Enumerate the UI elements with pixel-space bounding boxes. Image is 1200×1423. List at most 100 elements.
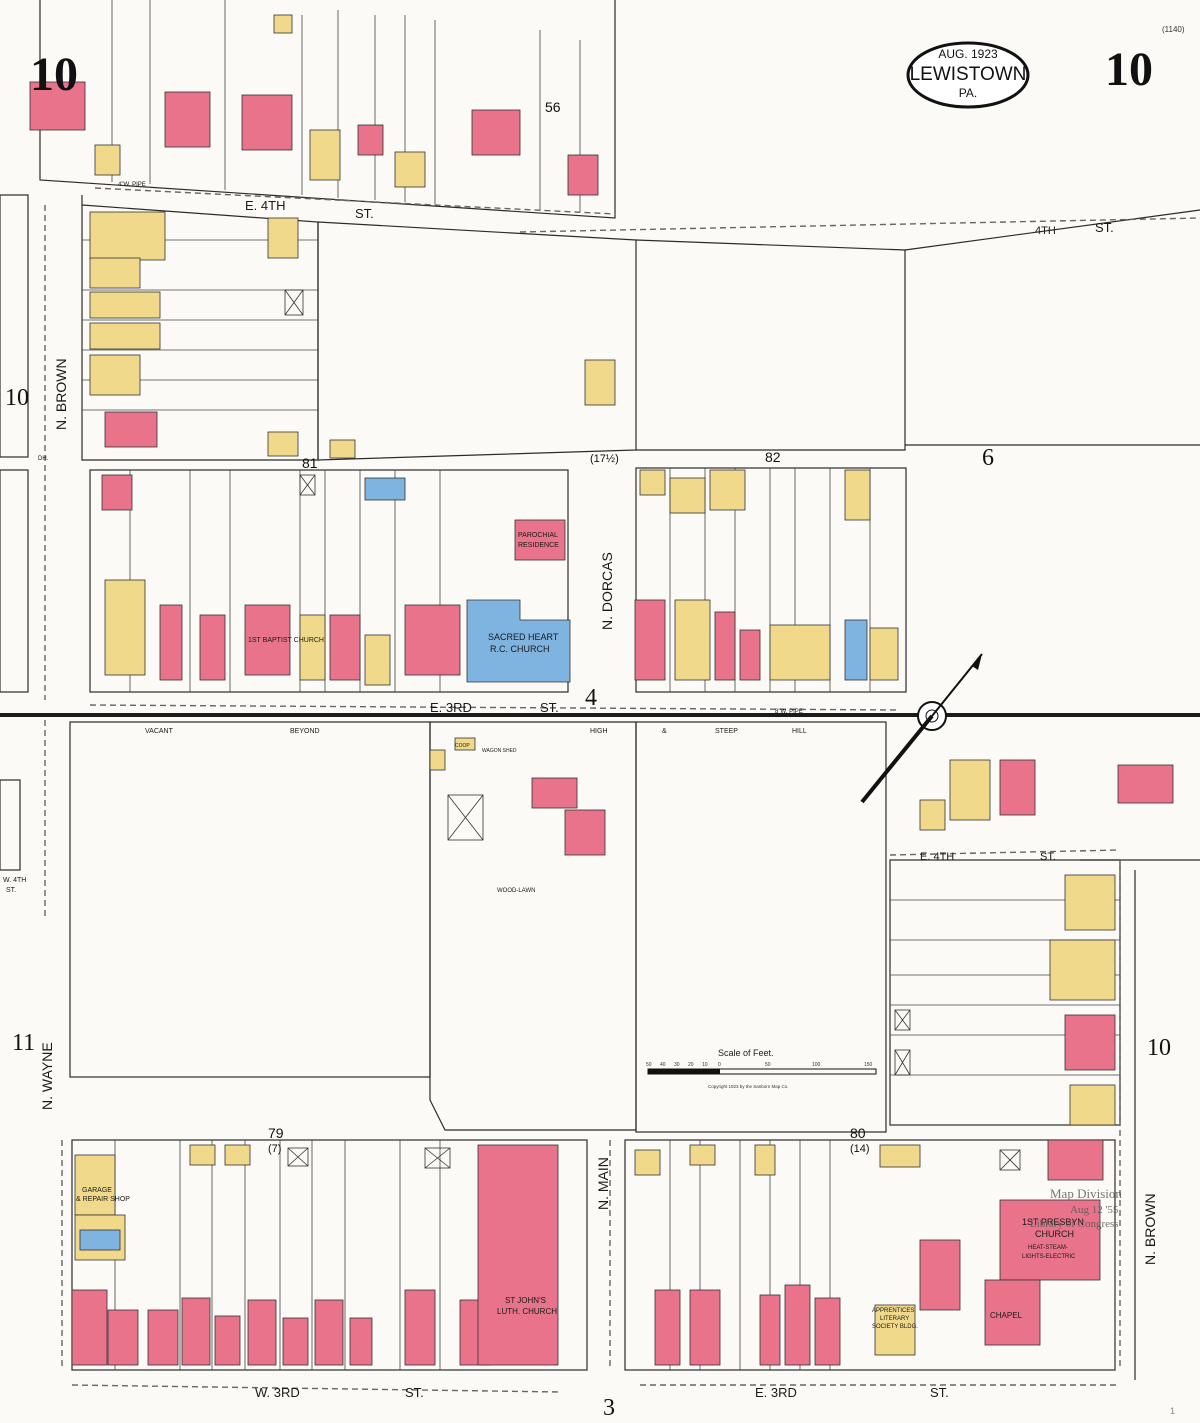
label-dh: DH. xyxy=(38,456,49,462)
street-4th-right: 4TH xyxy=(1035,225,1056,237)
stamp-line2: Aug 12 '55 xyxy=(1070,1204,1119,1216)
label-presby-3: HEAT-STEAM- xyxy=(1028,1245,1068,1251)
scale-tick: 150 xyxy=(864,1062,873,1068)
scale-bar: Scale of Feet. 50 40 30 20 10 0 50 100 1… xyxy=(646,1048,877,1089)
street-n-wayne: N. WAYNE xyxy=(39,1042,55,1110)
street-e4th-top-st: ST. xyxy=(355,206,374,221)
street-names: E. 4TH ST. 4TH ST. E. 3RD ST. W. 3RD ST.… xyxy=(3,198,1158,1400)
label-presby-2: CHURCH xyxy=(1035,1229,1074,1239)
adjacent-right-top: 6 xyxy=(982,445,994,471)
street-w4th-small: W. 4TH xyxy=(3,877,26,884)
street-4th-right-st: ST. xyxy=(1095,220,1114,235)
street-e3rd: E. 3RD xyxy=(430,700,472,715)
label-pipe-8: 8"W. PIPE xyxy=(775,709,803,715)
label-beyond: BEYOND xyxy=(290,728,320,735)
street-e4th-top: E. 4TH xyxy=(245,198,285,213)
adjacent-bottom: 3 xyxy=(603,1395,615,1421)
block-80-sub: (14) xyxy=(850,1143,870,1155)
sheet-number-left: 10 xyxy=(30,48,78,101)
label-vacant: VACANT xyxy=(145,728,174,735)
north-arrow xyxy=(860,653,983,804)
label-baptist: 1ST BAPTIST CHURCH xyxy=(248,637,324,644)
street-e4th-right: E. 4TH xyxy=(920,851,954,863)
adjacent-left-bottom: 11 xyxy=(12,1030,35,1056)
scale-tick: 50 xyxy=(765,1062,771,1068)
library-stamp: Map Division Aug 12 '55 Library of Congr… xyxy=(1030,1186,1122,1230)
adjacent-left-top: 10 xyxy=(5,385,29,411)
scale-tick: 50 xyxy=(646,1062,652,1068)
label-parochial-2: RESIDENCE xyxy=(518,542,559,549)
block-17: (17½) xyxy=(590,453,619,465)
label-wagon-shed: WAGON SHED xyxy=(482,748,517,754)
third-street-main-line xyxy=(0,713,1200,717)
building-labels: 1ST BAPTIST CHURCH SACRED HEART R.C. CHU… xyxy=(38,182,1084,1330)
frame-buildings xyxy=(74,14,1116,1356)
street-w4th-small-st: ST. xyxy=(6,887,16,894)
copyright: Copyright 1923 by the Sanborn Map Co. xyxy=(708,1084,789,1089)
street-e3rd-bottom: E. 3RD xyxy=(755,1385,797,1400)
scale-tick: 100 xyxy=(812,1062,821,1068)
label-pipe-4: 4"W. PIPE xyxy=(118,182,146,188)
block-82: 82 xyxy=(765,449,781,465)
label-apprentices-1: APPRENTICES xyxy=(872,1308,914,1314)
open-sheds xyxy=(284,289,1021,1171)
stamp-line1: Map Division xyxy=(1050,1186,1122,1201)
stamp-line3: Library of Congress xyxy=(1030,1218,1119,1230)
adjacent-center: 4 xyxy=(585,685,597,711)
adjacent-sheet-numbers: 10 6 4 11 10 3 xyxy=(5,385,1171,1421)
street-n-dorcas: N. DORCAS xyxy=(599,552,615,630)
block-79-sub: (7) xyxy=(268,1143,281,1155)
title-city: LEWISTOWN xyxy=(910,64,1027,85)
label-presby-4: LIGHTS-ELECTRIC xyxy=(1022,1254,1076,1260)
label-garage-2: & REPAIR SHOP xyxy=(76,1196,130,1203)
scale-tick: 0 xyxy=(718,1062,721,1068)
scale-tick: 30 xyxy=(674,1062,680,1068)
street-e3rd-st: ST. xyxy=(540,700,559,715)
block-80: 80 xyxy=(850,1125,866,1141)
page-marker: 1 xyxy=(1170,1406,1175,1416)
scale-ticks: 50 40 30 20 10 0 50 100 150 xyxy=(646,1062,873,1068)
street-e4th-right-st: ST. xyxy=(1040,851,1056,863)
street-n-main: N. MAIN xyxy=(595,1157,611,1210)
label-sacred-heart-2: R.C. CHURCH xyxy=(490,644,550,654)
water-pipes xyxy=(44,187,1200,1393)
label-steep: STEEP xyxy=(715,728,738,735)
label-apprentices-3: SOCIETY BLDG. xyxy=(872,1324,918,1330)
street-w3rd-st: ST. xyxy=(405,1385,424,1400)
street-w3rd: W. 3RD xyxy=(255,1385,300,1400)
block-56: 56 xyxy=(545,99,561,115)
label-garage-1: GARAGE xyxy=(82,1187,112,1194)
title-cartouche: AUG. 1923 LEWISTOWN PA. xyxy=(906,41,1030,109)
scale-tick: 20 xyxy=(688,1062,694,1068)
corner-tag: (1140) xyxy=(1162,25,1185,34)
scale-title: Scale of Feet. xyxy=(718,1048,774,1058)
label-presby-1: 1ST PRESBYN xyxy=(1022,1217,1084,1227)
label-st-johns-2: LUTH. CHURCH xyxy=(497,1307,557,1316)
adjacent-right-bottom: 10 xyxy=(1147,1035,1171,1061)
label-st-johns-1: ST JOHN'S xyxy=(505,1296,546,1305)
title-state: PA. xyxy=(959,86,977,100)
label-coop: COOP xyxy=(455,743,470,749)
stone-buildings xyxy=(79,477,868,1251)
street-n-brown-left: N. BROWN xyxy=(53,358,69,430)
label-apprentices-2: LITERARY xyxy=(880,1316,909,1322)
label-amp: & xyxy=(662,728,667,735)
title-date: AUG. 1923 xyxy=(938,47,998,61)
scale-tick: 40 xyxy=(660,1062,666,1068)
block-79: 79 xyxy=(268,1125,284,1141)
street-e3rd-bottom-st: ST. xyxy=(930,1385,949,1400)
label-woodlawn: WOOD-LAWN xyxy=(497,888,535,894)
label-high: HIGH xyxy=(590,728,608,735)
label-sacred-heart-1: SACRED HEART xyxy=(488,632,559,642)
label-hill: HILL xyxy=(792,728,807,735)
sheet-number-right: 10 xyxy=(1105,43,1153,96)
brick-buildings xyxy=(29,81,1174,1366)
street-n-brown-right: N. BROWN xyxy=(1142,1193,1158,1265)
street-lines xyxy=(0,0,1200,1380)
scale-tick: 10 xyxy=(702,1062,708,1068)
label-chapel: CHAPEL xyxy=(990,1311,1023,1320)
block-81: 81 xyxy=(302,455,318,471)
label-parochial-1: PAROCHIAL xyxy=(518,532,558,539)
block-numbers: 56 81 82 (17½) 79 (7) 80 (14) xyxy=(268,99,870,1155)
